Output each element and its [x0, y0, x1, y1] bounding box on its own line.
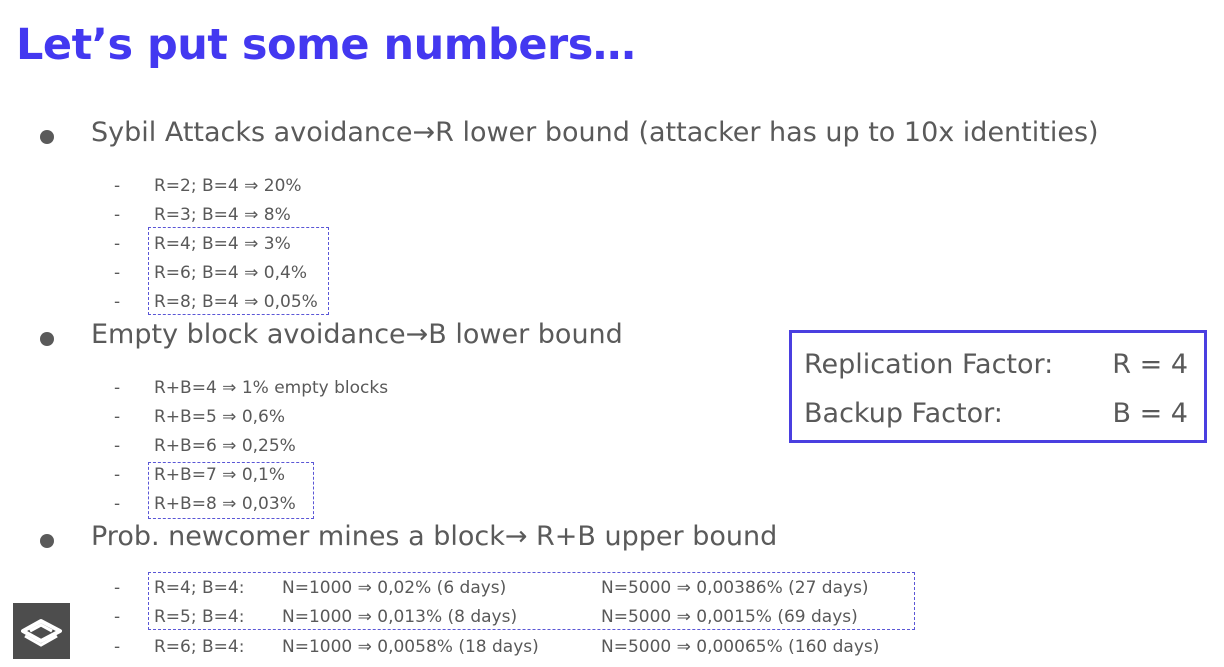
backup-value: B = 4: [1112, 398, 1189, 429]
factor-summary-box: Replication Factor: R = 4 Backup Factor:…: [789, 330, 1207, 443]
replication-value: R = 4: [1112, 349, 1188, 380]
bullet-heading: Sybil Attacks avoidance→R lower bound (a…: [91, 117, 1099, 148]
eye-icon: [13, 603, 70, 659]
backup-label: Backup Factor:: [804, 398, 1003, 429]
highlight-box-newcomer: [148, 572, 915, 630]
bullet-heading: Prob. newcomer mines a block→ R+B upper …: [91, 521, 778, 552]
slide-title: Let’s put some numbers…: [16, 20, 636, 70]
bullet-dot: [40, 130, 54, 144]
replication-label: Replication Factor:: [804, 349, 1054, 380]
highlight-box-empty: [148, 462, 314, 519]
bullet-dot: [40, 534, 54, 548]
bullet-dot: [40, 332, 54, 346]
bullet-heading: Empty block avoidance→B lower bound: [91, 319, 623, 350]
highlight-box-sybil: [148, 227, 329, 315]
